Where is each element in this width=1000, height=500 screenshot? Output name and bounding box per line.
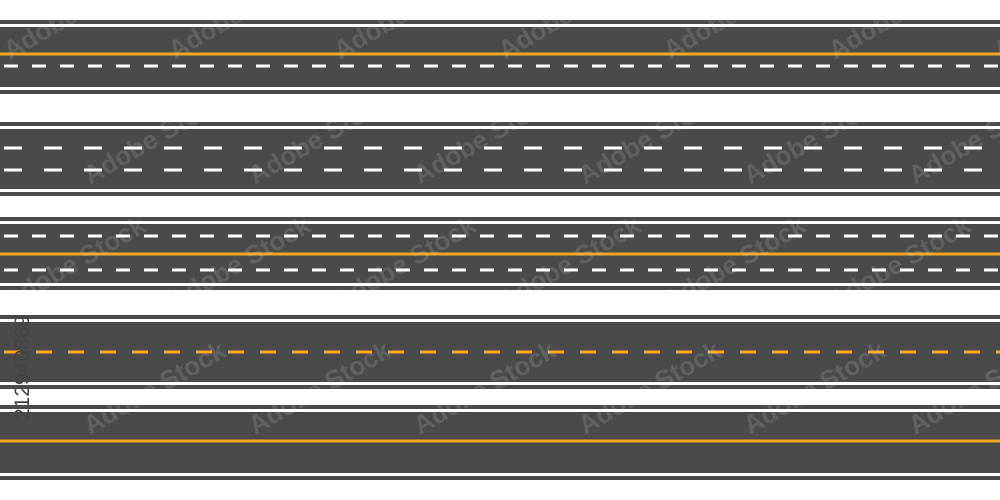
road-4-edge-line-top	[0, 319, 1000, 322]
road-4-edge-line-bottom	[0, 382, 1000, 385]
roads-layer	[0, 20, 1000, 480]
stock-id: 212940869	[11, 315, 34, 420]
road-4	[0, 315, 1000, 389]
road-3-edge-line-top	[0, 221, 1000, 224]
road-3-marking-1-solid	[0, 252, 1000, 256]
road-5	[0, 405, 1000, 480]
road-2-edge-line-bottom	[0, 189, 1000, 192]
road-1-edge-line-top	[0, 24, 1000, 27]
road-1-asphalt	[0, 20, 1000, 94]
road-3	[0, 217, 1000, 290]
road-1	[0, 20, 1000, 94]
road-2-asphalt	[0, 122, 1000, 196]
road-1-edge-line-bottom	[0, 87, 1000, 90]
road-3-edge-line-bottom	[0, 283, 1000, 286]
road-1-marking-0-solid	[0, 52, 1000, 56]
road-5-marking-0-solid	[0, 439, 1000, 443]
road-2-edge-line-top	[0, 126, 1000, 129]
road-2	[0, 122, 1000, 196]
road-5-edge-line-top	[0, 409, 1000, 412]
road-5-edge-line-bottom	[0, 473, 1000, 476]
